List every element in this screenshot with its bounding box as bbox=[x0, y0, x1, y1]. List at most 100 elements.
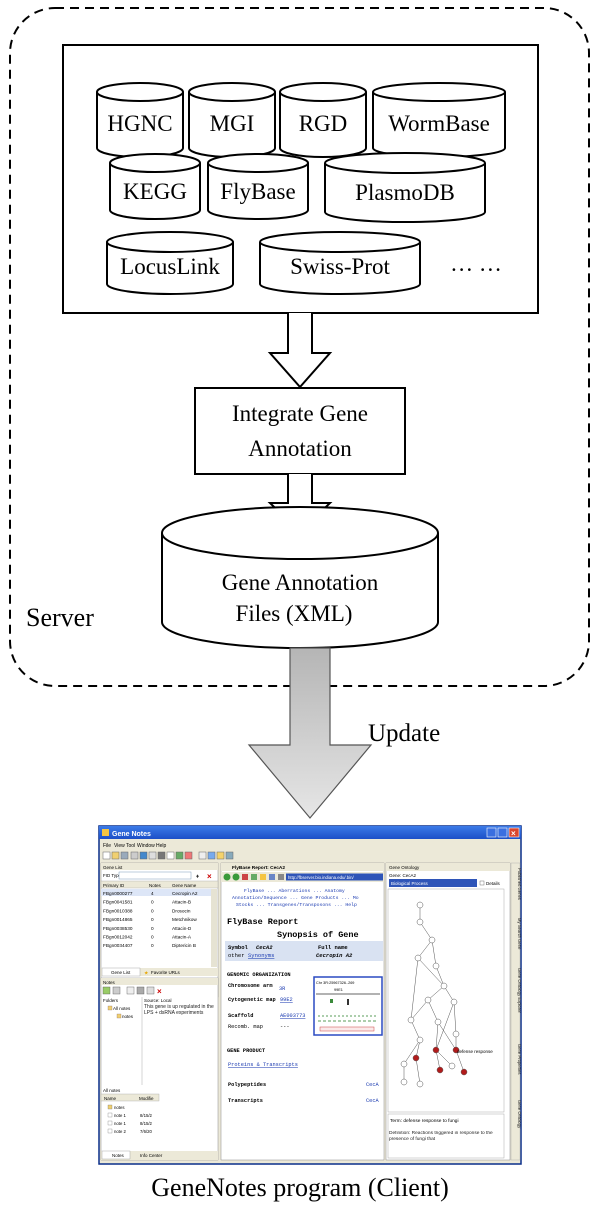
gene-cell[interactable]: Drosocin bbox=[172, 908, 191, 913]
forward-icon[interactable] bbox=[232, 873, 240, 881]
menu-window[interactable]: Window bbox=[137, 843, 155, 849]
note-list-cell[interactable]: note 2 bbox=[114, 1129, 127, 1134]
menu-tool[interactable]: Tool bbox=[126, 843, 135, 849]
note-list-cell[interactable]: note 1 bbox=[114, 1121, 127, 1126]
tab-favorite-urls[interactable]: Favorite URLs bbox=[151, 970, 181, 975]
menu-view[interactable]: View bbox=[114, 843, 125, 849]
gene-list-scrollbar[interactable] bbox=[211, 889, 217, 967]
synonyms-link[interactable]: Synonyms bbox=[248, 952, 274, 959]
gene-cell[interactable]: FBgn0038530 bbox=[103, 926, 133, 931]
go-node[interactable] bbox=[432, 1046, 440, 1054]
go-node[interactable] bbox=[424, 996, 432, 1004]
stop-icon[interactable] bbox=[242, 874, 248, 880]
go-node[interactable] bbox=[440, 982, 448, 990]
go-node[interactable] bbox=[432, 962, 440, 970]
go-edge bbox=[437, 1021, 457, 1051]
gene-cell[interactable]: FBgn0010388 bbox=[103, 908, 133, 913]
go-node[interactable] bbox=[414, 954, 422, 962]
url-input[interactable] bbox=[286, 873, 383, 881]
gene-cell[interactable]: FBgn0041581 bbox=[103, 900, 133, 905]
side-tab-published[interactable]: Published Genes bbox=[517, 868, 522, 900]
gene-cell[interactable]: FBgn0034407 bbox=[103, 943, 133, 948]
gene-cell[interactable]: Attacin-A bbox=[172, 935, 192, 940]
cytogenetic-value[interactable]: 99E2 bbox=[280, 997, 293, 1003]
gene-cell[interactable]: 0 bbox=[151, 900, 154, 905]
polypeptides-link[interactable]: CecA bbox=[366, 1082, 380, 1088]
go-node[interactable] bbox=[416, 918, 424, 926]
go-node[interactable] bbox=[436, 1066, 444, 1074]
tab-info-center[interactable]: Info Center bbox=[140, 1153, 163, 1158]
symbol-label: Symbol bbox=[228, 944, 249, 951]
svg-text:Notes: Notes bbox=[112, 1153, 125, 1158]
side-tab-my-search[interactable]: My Search Gene bbox=[517, 918, 522, 950]
minimize-button[interactable] bbox=[486, 827, 497, 838]
gene-cell[interactable]: 0 bbox=[151, 908, 154, 913]
synopsis-title: Synopsis of Gene bbox=[277, 930, 359, 940]
nav-line-2[interactable]: Annotation/Sequence ... Gene Products ..… bbox=[232, 895, 359, 901]
gene-cell[interactable]: Attacin-B bbox=[172, 900, 191, 905]
go-node[interactable] bbox=[434, 1018, 442, 1026]
menu-help[interactable]: Help bbox=[156, 843, 167, 849]
print-icon[interactable] bbox=[278, 874, 284, 880]
back-icon[interactable] bbox=[223, 873, 231, 881]
side-tab-go[interactable]: Gene Ontology bbox=[517, 1100, 522, 1129]
side-tab-properties[interactable]: Gene Properties bbox=[517, 1044, 522, 1075]
folders-label: Folders bbox=[103, 998, 119, 1003]
scaffold-value[interactable]: AE003773 bbox=[280, 1013, 305, 1019]
gene-cell[interactable]: Attacin-D bbox=[172, 926, 192, 931]
go-node[interactable] bbox=[452, 1030, 460, 1038]
go-node[interactable] bbox=[428, 936, 436, 944]
go-edge bbox=[410, 1019, 421, 1041]
go-node[interactable] bbox=[450, 998, 458, 1006]
note-list-cell[interactable]: note 1 bbox=[114, 1113, 127, 1118]
database-rgd: RGD bbox=[279, 82, 367, 158]
gene-cell[interactable]: FBgn0012042 bbox=[103, 935, 133, 940]
note-list-cell[interactable]: 7/6/20 bbox=[140, 1129, 153, 1134]
gene-cell[interactable]: 0 bbox=[151, 917, 154, 922]
side-tab-go-explorer[interactable]: Gene Ontology Explorer bbox=[517, 968, 522, 1014]
nav-line-3[interactable]: Stocks ... Transgenes/Transposons ... He… bbox=[236, 902, 357, 908]
gene-cell[interactable]: FBgn0014865 bbox=[103, 917, 133, 922]
favorites-icon[interactable] bbox=[269, 874, 275, 880]
gene-cell[interactable]: 0 bbox=[151, 935, 154, 940]
fid-type-select[interactable] bbox=[118, 871, 192, 880]
go-node[interactable] bbox=[416, 1036, 424, 1044]
tab-notes[interactable] bbox=[101, 1150, 131, 1160]
refresh-icon[interactable] bbox=[251, 874, 257, 880]
details-checkbox[interactable]: Details bbox=[486, 881, 501, 886]
close-button[interactable] bbox=[508, 827, 520, 838]
note-rows: notes note 1 8/15/2 note 1 8/15/2 note 2 7/6/2… bbox=[107, 1104, 153, 1134]
go-node[interactable] bbox=[448, 1062, 456, 1070]
menu-file[interactable]: File bbox=[103, 843, 111, 849]
go-node[interactable] bbox=[412, 1054, 420, 1062]
transcripts-link[interactable]: CecA bbox=[366, 1098, 380, 1104]
integrate-line1: Integrate Gene bbox=[232, 401, 368, 426]
proteins-link[interactable]: Proteins & Transcripts bbox=[228, 1062, 298, 1068]
tree-notes: notes bbox=[122, 1014, 134, 1019]
note-list-cell[interactable]: notes bbox=[114, 1105, 125, 1110]
go-node[interactable] bbox=[460, 1068, 468, 1076]
nav-line-1[interactable]: FlyBase ... Aberrations ... Anatomy bbox=[244, 888, 345, 894]
go-node[interactable] bbox=[452, 1046, 460, 1054]
note-list-cell[interactable]: 8/15/2 bbox=[140, 1113, 153, 1118]
note-list-cell[interactable]: 8/15/2 bbox=[140, 1121, 153, 1126]
gene-cell[interactable]: Metchnikow bbox=[172, 917, 197, 922]
home-icon[interactable] bbox=[260, 874, 266, 880]
ontology-category-select[interactable] bbox=[389, 879, 477, 887]
genome-map-thumbnail[interactable]: Chr 3R:25967326..269 99E1 bbox=[313, 976, 383, 1036]
go-node[interactable] bbox=[407, 1016, 415, 1024]
tab-gene-list[interactable] bbox=[101, 967, 141, 977]
gene-cell[interactable]: Cecropin A2 bbox=[172, 891, 198, 896]
gene-cell[interactable]: FBgn0000277 bbox=[103, 891, 133, 896]
maximize-button[interactable] bbox=[497, 827, 508, 838]
gene-cell[interactable]: Diptericin B bbox=[172, 943, 196, 948]
gene-cell[interactable]: 0 bbox=[151, 943, 154, 948]
gene-cell[interactable]: 4 bbox=[151, 891, 154, 896]
gene-cell[interactable]: 0 bbox=[151, 926, 154, 931]
go-node[interactable] bbox=[400, 1078, 408, 1086]
go-edge bbox=[403, 1039, 421, 1065]
print-icon bbox=[130, 851, 139, 860]
go-node[interactable] bbox=[400, 1060, 408, 1068]
go-node[interactable] bbox=[416, 1080, 424, 1088]
go-node[interactable] bbox=[416, 901, 424, 909]
